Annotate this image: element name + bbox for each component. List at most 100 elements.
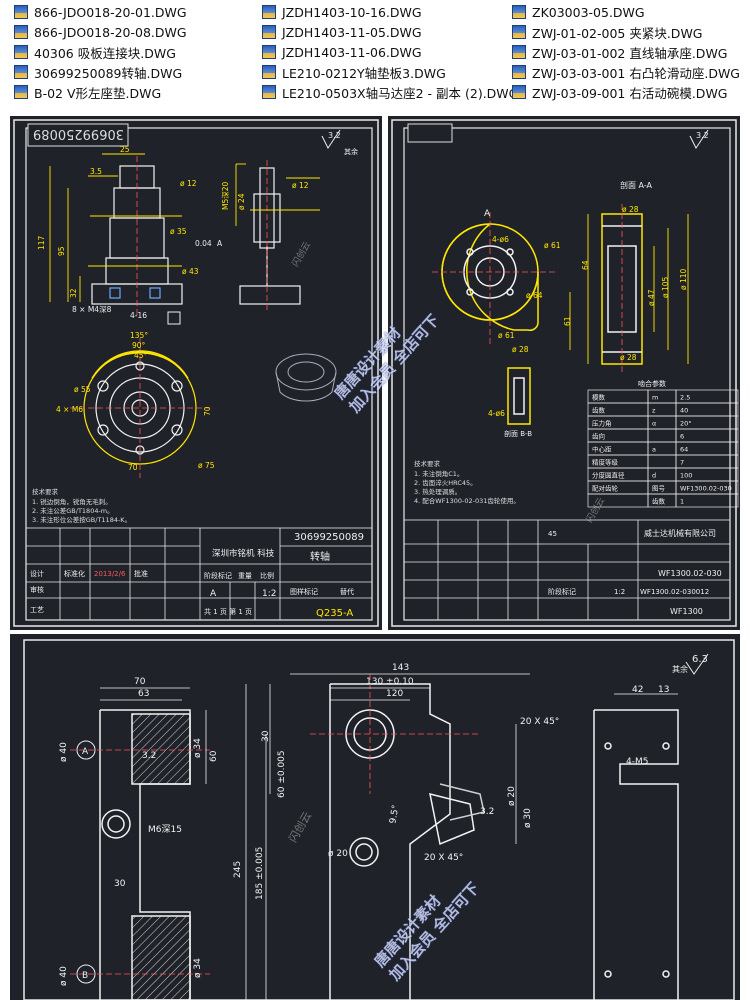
table-cell-border [647,454,677,469]
svg-text:45: 45 [548,530,557,538]
svg-text:ø 34: ø 34 [193,958,203,978]
svg-text:13: 13 [658,685,669,695]
file-name: ZWJ-01-02-005 夹紧块.DWG [532,25,703,41]
table-cell: 压力角 [592,419,612,428]
gear-side-view [432,212,558,346]
file-item[interactable]: ZK03003-05.DWG [512,2,740,22]
svg-text:共 1 页 第 1 页: 共 1 页 第 1 页 [204,607,252,616]
svg-text:ø 20: ø 20 [328,849,348,859]
svg-text:批准: 批准 [134,569,148,578]
svg-text:185 ±0.005: 185 ±0.005 [255,847,265,900]
frame [23,639,735,1000]
svg-text:3.5: 3.5 [90,167,102,176]
svg-text:ø 12: ø 12 [292,181,309,190]
plan-view [70,338,210,478]
dwg-file-icon [262,45,276,59]
svg-text:阶段标记: 阶段标记 [548,587,576,596]
file-name: LE210-0212Y轴垫板3.DWG [282,65,446,81]
file-item[interactable]: 866-JDO018-20-01.DWG [14,2,187,22]
svg-text:ø 61: ø 61 [498,331,515,340]
file-item[interactable]: B-02 V形左座垫.DWG [14,82,187,102]
svg-text:替代: 替代 [340,587,354,596]
file-item[interactable]: JZDH1403-11-06.DWG [262,42,518,62]
svg-text:威士达机械有限公司: 威士达机械有限公司 [644,528,716,538]
file-item[interactable]: 30699250089转轴.DWG [14,62,187,82]
svg-text:WF1300.02-030012: WF1300.02-030012 [640,588,709,596]
cad-drawing-gear[interactable]: 3.2 剖面 A-A 剖面 B-B A ø 28 ø 61 ø 64 64 ø … [388,116,740,630]
svg-text:ø 110: ø 110 [679,268,688,290]
dwg-file-icon [512,25,526,39]
svg-text:2. 齿面淬火HRC45。: 2. 齿面淬火HRC45。 [414,478,477,487]
datum-b-circle [76,964,96,984]
svg-text:工艺: 工艺 [30,606,44,614]
table-cell: a [652,446,656,454]
file-item[interactable]: 866-JDO018-20-08.DWG [14,22,187,42]
svg-text:64: 64 [581,260,590,270]
file-item[interactable]: JZDH1403-10-16.DWG [262,2,518,22]
dwg-file-icon [512,5,526,19]
roughness-symbol: 3.2 其余 [321,129,358,156]
divider [0,630,750,634]
svg-text:WF1300: WF1300 [670,607,703,616]
svg-text:25: 25 [120,145,130,154]
file-name: 866-JDO018-20-01.DWG [34,4,187,20]
svg-text:1. 锐边倒角，锐角无毛刺。: 1. 锐边倒角，锐角无毛刺。 [32,497,112,506]
file-item[interactable]: 40306 吸板连接块.DWG [14,42,187,62]
table-cell: 配对齿轮 [592,484,619,493]
dwg-file-icon [262,25,276,39]
table-cell-border [675,493,739,508]
rotated-box [407,123,453,143]
table-cell-border [675,454,739,469]
svg-text:0.04: 0.04 [195,239,212,248]
svg-text:ø 28: ø 28 [620,353,637,362]
cad-drawing-shaft[interactable]: 30699250089 3.2 其余 25 3.5 ø [10,116,382,630]
file-item[interactable]: ZWJ-03-03-001 右凸轮滑动座.DWG [512,62,740,82]
svg-text:M6深15: M6深15 [148,824,182,835]
svg-text:ø 47: ø 47 [647,289,656,306]
table-cell: 20° [680,420,692,428]
table-cell: α [652,420,656,428]
file-item[interactable]: ZWJ-03-01-002 直线轴承座.DWG [512,42,740,62]
svg-text:ø 24: ø 24 [237,193,246,210]
datum-a-label: A [82,747,89,757]
file-name: ZWJ-03-01-002 直线轴承座.DWG [532,45,728,61]
svg-text:90°: 90° [132,341,146,350]
file-name: B-02 V形左座垫.DWG [34,85,162,101]
svg-text:其余: 其余 [672,664,688,674]
dwg-file-icon [262,85,276,99]
svg-text:3.2: 3.2 [142,751,156,761]
section-b-view [507,367,531,425]
svg-text:转轴: 转轴 [310,550,330,563]
svg-text:ø 43: ø 43 [182,267,199,276]
file-item[interactable]: LE210-0212Y轴垫板3.DWG [262,62,518,82]
svg-text:61: 61 [563,316,572,326]
svg-text:ø 28: ø 28 [622,205,639,214]
table-cell: 齿数 [652,497,666,506]
file-column-3: ZK03003-05.DWG ZWJ-01-02-005 夹紧块.DWG ZWJ-0… [512,2,740,102]
table-cell: 齿数 [592,406,606,415]
svg-text:135°: 135° [130,331,148,340]
technical-notes: 技术要求 1. 未注倒角C1。 2. 齿面淬火HRC45。 3. 热处理调质。 … [414,459,520,505]
table-cell: 7 [680,459,684,467]
file-item[interactable]: ZWJ-01-02-005 夹紧块.DWG [512,22,740,42]
rotated-number-box [27,123,129,147]
gear-table-title: 啮合参数 [638,379,666,388]
file-item[interactable]: JZDH1403-11-05.DWG [262,22,518,42]
file-item[interactable]: ZWJ-03-09-001 右活动碗模.DWG [512,82,740,102]
svg-text:标准化: 标准化 [64,569,85,578]
svg-text:70: 70 [128,463,138,472]
svg-text:ø 61: ø 61 [544,241,561,250]
cad-drawing-bracket[interactable]: 6.3 其余 A B 70 63 ø 40 ø 34 60 M6深15 30 ø… [10,634,740,1000]
file-item[interactable]: LE210-0503X轴马达座2 - 副本 (2).DWG [262,82,518,102]
svg-text:4-ø6: 4-ø6 [492,235,509,244]
svg-text:ø 55: ø 55 [74,385,91,394]
svg-text:ø 34: ø 34 [193,738,203,758]
file-name: JZDH1403-11-06.DWG [282,44,422,60]
table-cell: z [652,407,656,415]
svg-text:A: A [217,239,223,248]
svg-text:245: 245 [233,861,243,878]
svg-text:60: 60 [209,750,219,762]
center-dims: 143 130 ±0.10 120 30 20 X 45° ø 20 ø 30 … [233,663,559,900]
svg-text:比例: 比例 [260,571,274,580]
